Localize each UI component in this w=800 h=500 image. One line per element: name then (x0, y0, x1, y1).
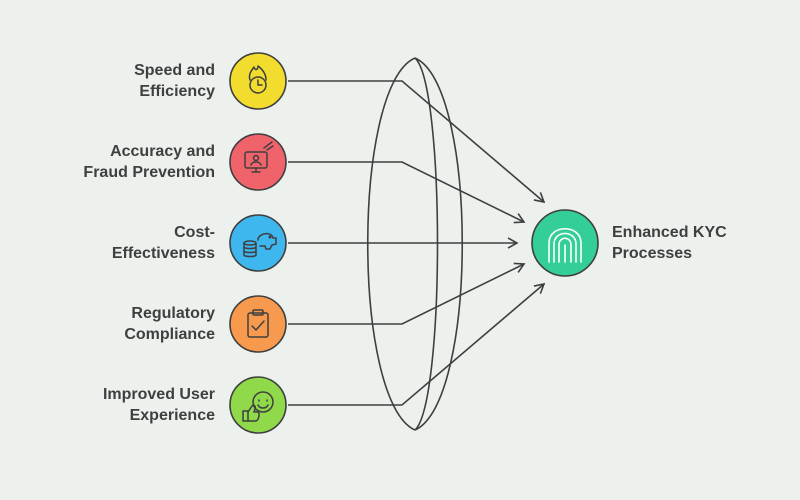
lens-left-edge (366, 57, 416, 431)
label-line: Compliance (124, 326, 215, 343)
input-label-accuracy: Accuracy and Fraud Prevention (15, 141, 215, 183)
piggy-bank-coins-icon (243, 232, 277, 258)
label-line: Regulatory (131, 305, 215, 322)
input-label-experience: Improved User Experience (15, 384, 215, 426)
label-line: Improved User (102, 386, 215, 403)
input-circle (229, 295, 287, 353)
connectors (288, 80, 546, 406)
input-label-compliance: Regulatory Compliance (15, 303, 215, 345)
output-node (531, 209, 599, 277)
input-node-accuracy (229, 133, 287, 191)
lens-right-edge-1 (414, 57, 439, 431)
connector-speed (288, 80, 546, 204)
stopwatch-fire-icon (248, 65, 267, 94)
connector-compliance (288, 262, 526, 325)
input-node-cost (229, 214, 287, 272)
input-node-speed (229, 52, 287, 110)
clipboard-check-icon (247, 309, 269, 338)
output-label: Enhanced KYC Processes (612, 222, 792, 264)
label-line: Accuracy and (110, 143, 215, 160)
lens-shape (366, 57, 464, 431)
fingerprint-icon (548, 228, 582, 263)
monitor-user-icon (244, 141, 274, 173)
input-node-compliance (229, 295, 287, 353)
label-line: Experience (129, 407, 215, 424)
thumbs-up-smile-icon (242, 391, 274, 422)
input-node-experience (229, 376, 287, 434)
output-circle (531, 209, 599, 277)
label-line: Fraud Prevention (83, 164, 215, 181)
label-line: Effectiveness (111, 245, 215, 262)
label-line: Speed and (134, 62, 215, 79)
label-line: Cost- (174, 224, 215, 241)
input-circle (229, 214, 287, 272)
label-line: Efficiency (139, 83, 215, 100)
input-label-speed: Speed and Efficiency (15, 60, 215, 102)
label-line: Processes (612, 245, 693, 262)
connector-experience (288, 282, 546, 406)
input-label-cost: Cost- Effectiveness (15, 222, 215, 264)
connector-accuracy (288, 161, 526, 224)
label-line: Enhanced KYC (612, 224, 727, 241)
